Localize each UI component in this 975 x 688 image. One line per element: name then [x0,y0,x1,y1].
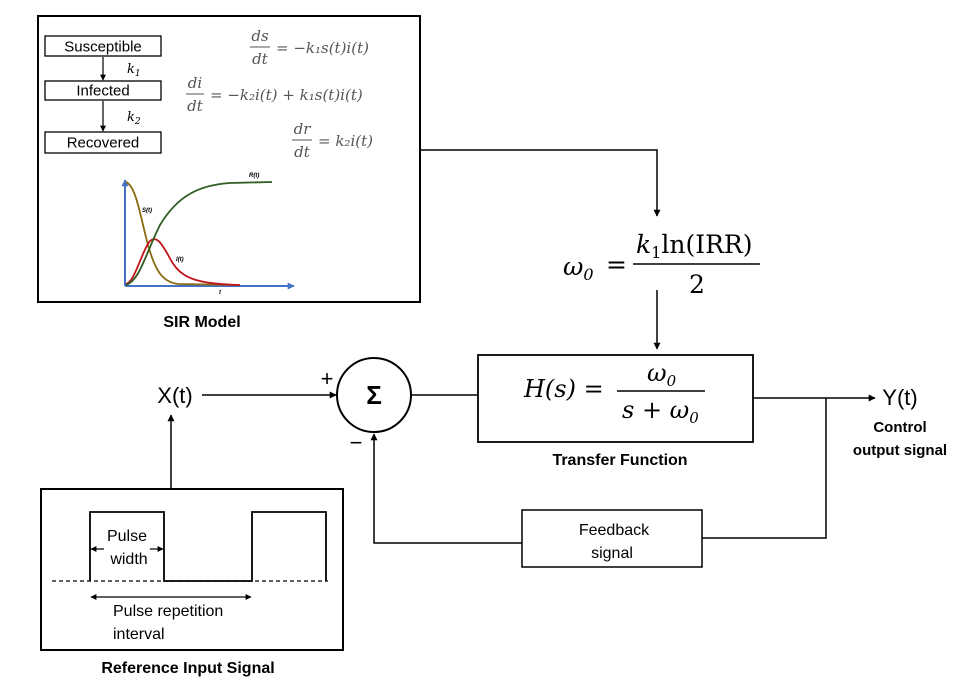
pulse-width-line2: width [109,551,147,568]
transfer-function-caption: Transfer Function [552,452,687,469]
susceptible-box [44,35,162,57]
equation-di: di dt = −k₂i(t) + k₁s(t)i(t) [186,74,363,115]
label-s: S(t) [142,208,152,214]
ds-denominator: dt [252,50,269,68]
minus-sign: − [350,430,363,455]
rate-k1: k1 [127,62,141,79]
tf-lhs: H(s) = [523,375,604,403]
reference-panel-frame [40,488,344,651]
omega-equals: = [606,250,627,279]
transfer-function-box [477,354,754,443]
feedback-to-sum-line [370,433,522,544]
equation-dr: dr dt = k₂i(t) [292,120,373,161]
di-rhs: = −k₂i(t) + k₁s(t)i(t) [210,86,363,104]
summing-junction: Σ + − [321,357,412,455]
dr-denominator: dt [294,143,311,161]
tf-denominator: s + ω0 [622,396,699,427]
sir-model-caption: SIR Model [163,314,240,331]
pulse-width-label-bg [104,524,150,570]
output-caption-line1: Control [873,419,926,436]
dr-rhs: = k₂i(t) [318,132,373,150]
di-numerator: di [188,74,203,92]
infected-label: Infected [76,83,129,100]
output-label: Y(t) [882,385,917,410]
rate-k2: k2 [127,110,141,127]
label-i: I(t) [176,257,184,263]
equation-ds: ds dt = −k₁s(t)i(t) [250,27,369,68]
sigma-symbol: Σ [366,380,382,410]
curve-r [125,181,273,286]
pulse-width-line1: Pulse [107,528,147,545]
infected-box [44,80,162,101]
sir-panel-frame [37,15,421,303]
ds-numerator: ds [251,27,269,45]
pri-line1: Pulse repetition [113,603,223,620]
omega-lhs: ω0 [563,252,594,284]
ds-rhs: = −k₁s(t)i(t) [276,39,369,57]
recovered-box [44,131,162,154]
susceptible-label: Susceptible [64,39,142,56]
curve-i [125,238,241,286]
pri-line2: interval [113,626,165,643]
output-caption-line2: output signal [853,442,947,459]
recovered-label: Recovered [67,135,140,152]
label-r: R(t) [249,173,259,179]
feedback-box [521,509,703,568]
omega-numerator: k1ln(IRR) [636,230,752,262]
di-denominator: dt [187,97,204,115]
dr-numerator: dr [294,120,312,138]
sir-curve-plot: S(t) I(t) R(t) t [121,173,295,296]
tf-numerator: ω0 [647,359,677,390]
feedback-line2: signal [591,545,633,562]
input-label: X(t) [157,383,192,408]
omega-formula: ω0 = k1ln(IRR) 2 [563,230,760,299]
transfer-function-block: H(s) = ω0 s + ω0 [477,354,754,443]
plus-sign: + [321,366,334,391]
sir-model-panel: Susceptible Infected Recovered k1 k2 ds … [37,15,421,303]
label-t: t [219,290,222,296]
feedback-block: Feedback signal [521,509,703,568]
reference-signal-panel: Pulse width Pulse repetition interval [40,488,344,651]
sir-to-omega-connector [421,149,661,217]
output-to-feedback-line [702,398,827,539]
pulse-waveform [89,511,327,582]
feedback-line1: Feedback [579,522,650,539]
omega-denominator: 2 [689,270,705,299]
reference-caption: Reference Input Signal [101,660,274,677]
